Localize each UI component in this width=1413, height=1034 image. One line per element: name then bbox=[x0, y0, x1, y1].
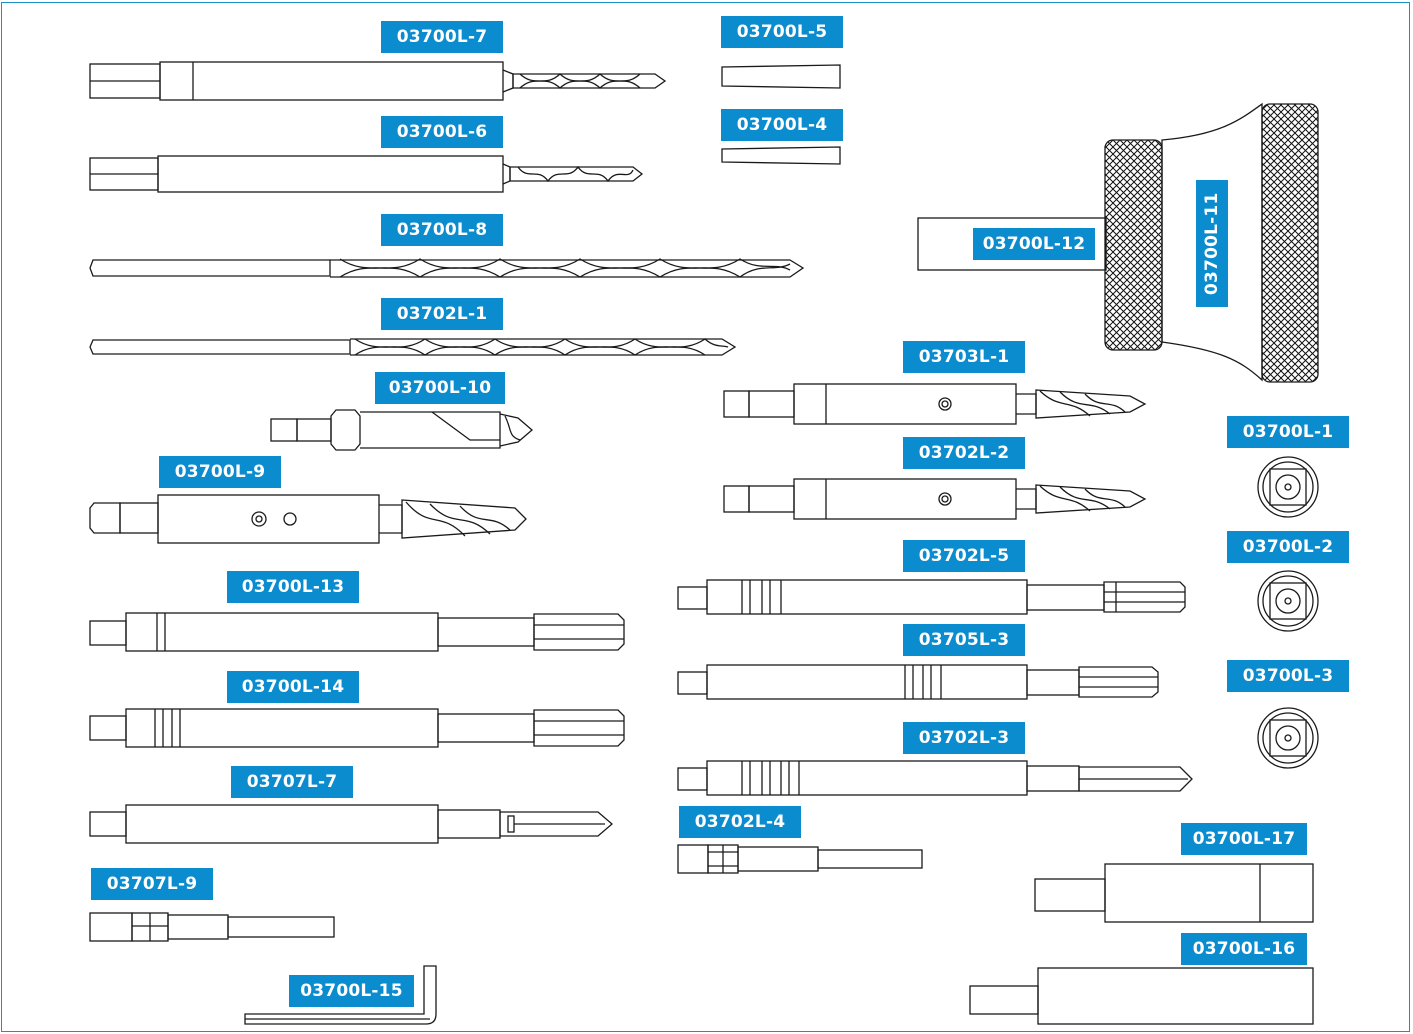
label-03702L-2: 03702L-2 bbox=[903, 437, 1025, 469]
tool-03705L-3 bbox=[677, 664, 1159, 700]
label-03707L-9: 03707L-9 bbox=[91, 868, 213, 900]
label-03700L-11: 03700L-11 bbox=[1196, 180, 1228, 307]
tool-03702L-2 bbox=[723, 478, 1147, 520]
label-03700L-2: 03700L-2 bbox=[1227, 531, 1349, 563]
label-03700L-12: 03700L-12 bbox=[973, 228, 1095, 260]
tool-03707L-7 bbox=[89, 804, 613, 844]
drill-03700L-8 bbox=[89, 258, 805, 278]
tool-03700L-9 bbox=[89, 494, 527, 544]
label-03700L-15: 03700L-15 bbox=[289, 975, 414, 1007]
label-03700L-10: 03700L-10 bbox=[375, 372, 505, 404]
label-03700L-14: 03700L-14 bbox=[227, 671, 359, 703]
socket-03700L-1 bbox=[1257, 456, 1319, 518]
t-handle-03700L-11 bbox=[917, 102, 1319, 383]
label-03707L-7: 03707L-7 bbox=[231, 766, 353, 798]
label-03702L-5: 03702L-5 bbox=[903, 540, 1025, 572]
label-03700L-5: 03700L-5 bbox=[721, 16, 843, 48]
tool-03702L-4 bbox=[677, 844, 923, 874]
tool-03700L-10 bbox=[270, 409, 533, 451]
label-03700L-4: 03700L-4 bbox=[721, 109, 843, 141]
drill-03702L-1 bbox=[89, 338, 737, 356]
tool-03700L-14 bbox=[89, 708, 625, 748]
hexkey-03700L-15 bbox=[244, 965, 437, 1025]
tool-03703L-1 bbox=[723, 383, 1147, 425]
tool-03700L-13 bbox=[89, 612, 625, 652]
drill-03700L-6 bbox=[89, 155, 644, 193]
label-03700L-1: 03700L-1 bbox=[1227, 416, 1349, 448]
label-03700L-6: 03700L-6 bbox=[381, 116, 503, 148]
label-03700L-13: 03700L-13 bbox=[227, 571, 359, 603]
socket-03700L-2 bbox=[1257, 570, 1319, 632]
label-03702L-1: 03702L-1 bbox=[381, 298, 503, 330]
wedge-03700L-4 bbox=[721, 146, 841, 165]
drill-03700L-7 bbox=[89, 61, 667, 101]
label-03700L-16: 03700L-16 bbox=[1181, 933, 1307, 965]
tool-03700L-17 bbox=[1034, 863, 1314, 923]
label-03700L-3: 03700L-3 bbox=[1227, 660, 1349, 692]
label-03702L-3: 03702L-3 bbox=[903, 722, 1025, 754]
socket-03700L-3 bbox=[1257, 707, 1319, 769]
label-03702L-4: 03702L-4 bbox=[679, 806, 801, 838]
label-03700L-9: 03700L-9 bbox=[159, 456, 281, 488]
label-03700L-8: 03700L-8 bbox=[381, 214, 503, 246]
wedge-03700L-5 bbox=[721, 64, 841, 89]
label-03700L-17: 03700L-17 bbox=[1181, 823, 1307, 855]
tool-03702L-3 bbox=[677, 760, 1193, 796]
label-03705L-3: 03705L-3 bbox=[903, 624, 1025, 656]
label-03700L-7: 03700L-7 bbox=[381, 21, 503, 53]
label-03703L-1: 03703L-1 bbox=[903, 341, 1025, 373]
tool-03700L-16 bbox=[969, 967, 1314, 1025]
tool-03707L-9 bbox=[89, 912, 335, 942]
tool-03702L-5 bbox=[677, 579, 1186, 615]
